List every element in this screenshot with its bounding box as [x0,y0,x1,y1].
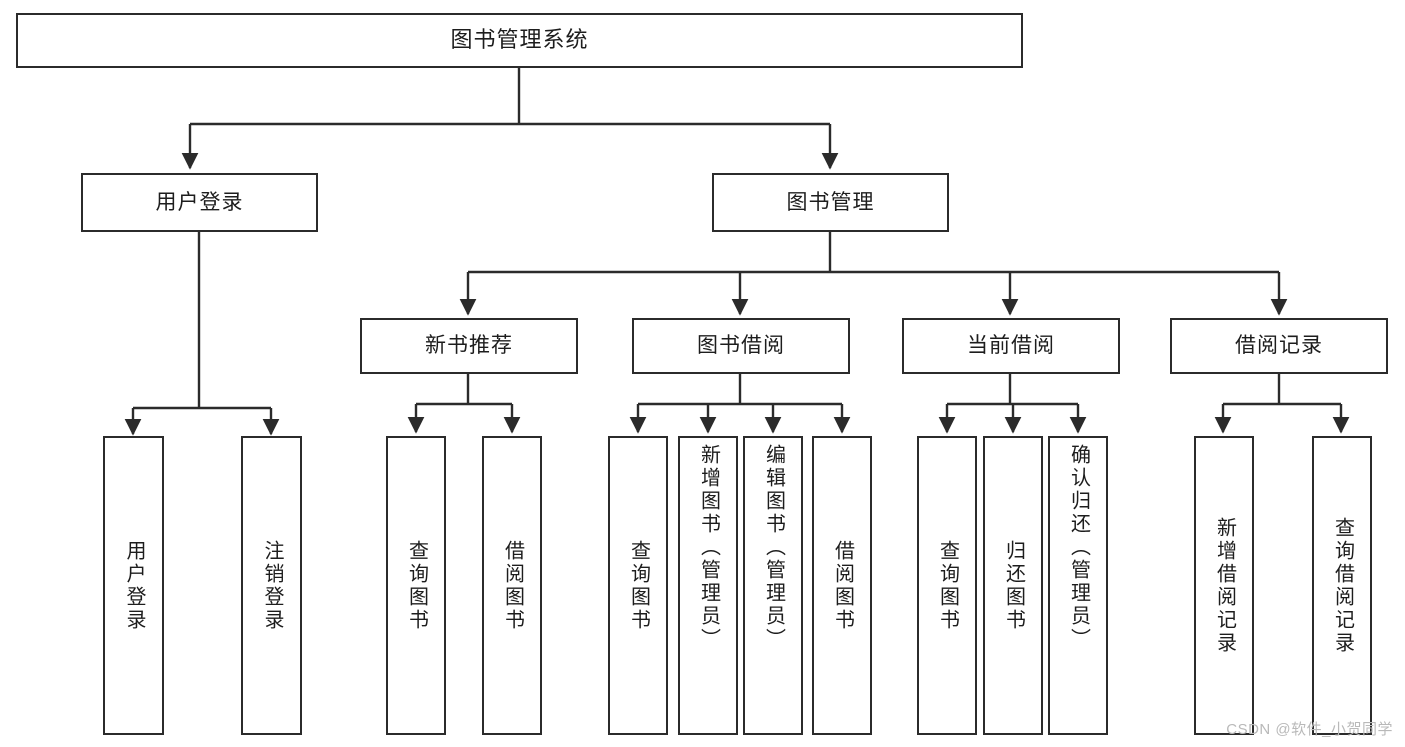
node-new-book-recommend[interactable]: 新书推荐 [360,318,578,374]
leaf-records-query-record[interactable]: 查询借阅记录 [1312,436,1372,735]
leaf-user-logout[interactable]: 注销登录 [241,436,302,735]
node-user-login[interactable]: 用户登录 [81,173,318,232]
leaf-recommend-query-book[interactable]: 查询图书 [386,436,446,735]
watermark: CSDN @软件_小贺同学 [1226,721,1393,738]
leaf-current-query-book[interactable]: 查询图书 [917,436,977,735]
leaf-borrow-add-book-admin[interactable]: 新增图书（管理员） [678,436,738,735]
leaf-current-confirm-return-admin[interactable]: 确认归还（管理员） [1048,436,1108,735]
leaf-current-return-book[interactable]: 归还图书 [983,436,1043,735]
leaf-borrow-query-book[interactable]: 查询图书 [608,436,668,735]
node-borrow-records[interactable]: 借阅记录 [1170,318,1388,374]
leaf-borrow-edit-book-admin[interactable]: 编辑图书（管理员） [743,436,803,735]
leaf-records-add-record[interactable]: 新增借阅记录 [1194,436,1254,735]
node-root[interactable]: 图书管理系统 [16,13,1023,68]
leaf-user-login[interactable]: 用户登录 [103,436,164,735]
node-book-management[interactable]: 图书管理 [712,173,949,232]
node-current-borrow[interactable]: 当前借阅 [902,318,1120,374]
leaf-recommend-borrow-book[interactable]: 借阅图书 [482,436,542,735]
leaf-borrow-borrow-book[interactable]: 借阅图书 [812,436,872,735]
node-book-borrow[interactable]: 图书借阅 [632,318,850,374]
